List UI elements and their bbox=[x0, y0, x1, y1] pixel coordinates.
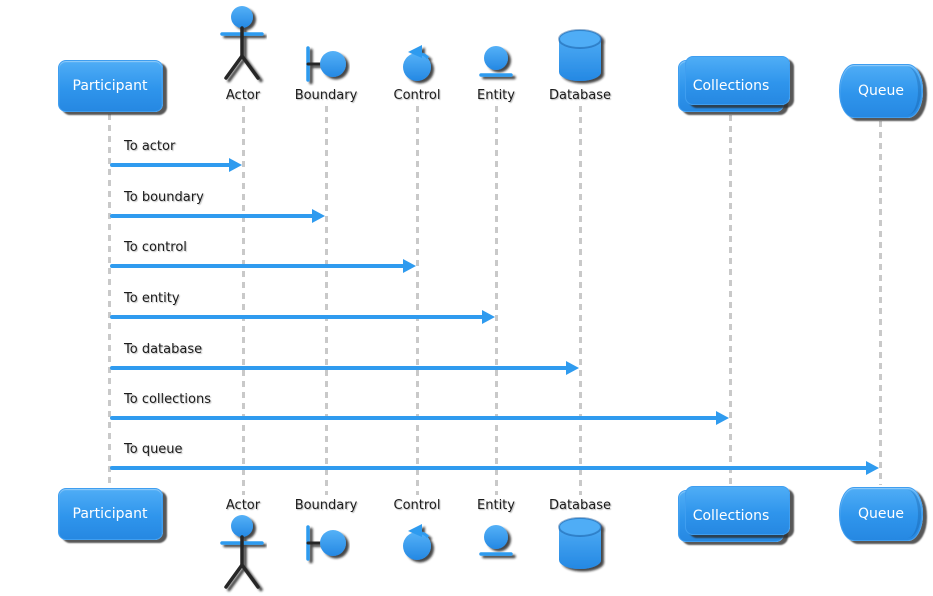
actor-icon bbox=[219, 4, 267, 86]
participant-top-node: Participant bbox=[57, 60, 163, 112]
lifeline-control bbox=[415, 106, 419, 495]
message-3-label: To entity bbox=[124, 291, 180, 306]
queue-top-node: Queue bbox=[839, 64, 923, 118]
lifeline-collections bbox=[728, 115, 732, 488]
entity-label-top: Entity bbox=[477, 88, 515, 103]
message-1-arrow-head bbox=[312, 209, 325, 223]
actor-label-bottom: Actor bbox=[225, 498, 261, 513]
message-4-arrow-line bbox=[110, 366, 568, 370]
message-4-arrow-head bbox=[566, 361, 579, 375]
boundary-label-top: Boundary bbox=[294, 88, 358, 103]
database-icon bbox=[554, 26, 606, 86]
boundary-icon-bottom bbox=[302, 521, 350, 565]
boundary-icon bbox=[302, 42, 350, 86]
message-2-arrow-head bbox=[403, 259, 416, 273]
message-5-label: To collections bbox=[124, 392, 211, 407]
control-icon-bottom bbox=[395, 521, 439, 565]
message-6-arrow-head bbox=[866, 461, 879, 475]
message-6-label: To queue bbox=[124, 442, 183, 457]
control-label-bottom: Control bbox=[393, 498, 441, 513]
message-1-arrow-line bbox=[110, 214, 314, 218]
lifeline-entity bbox=[494, 106, 498, 495]
message-5-arrow-line bbox=[110, 416, 718, 420]
message-0-arrow-line bbox=[110, 163, 231, 167]
message-2-label: To control bbox=[124, 240, 187, 255]
message-2-arrow-line bbox=[110, 264, 405, 268]
collections-top-node: Collections bbox=[678, 56, 790, 112]
database-label-bottom: Database bbox=[548, 498, 612, 513]
message-5-arrow-head bbox=[716, 411, 729, 425]
lifeline-boundary bbox=[324, 106, 328, 495]
message-6-arrow-line bbox=[110, 466, 868, 470]
entity-label-bottom: Entity bbox=[477, 498, 515, 513]
control-label-top: Control bbox=[393, 88, 441, 103]
message-3-arrow-line bbox=[110, 315, 484, 319]
actor-label-top: Actor bbox=[225, 88, 261, 103]
message-0-arrow-head bbox=[229, 158, 242, 172]
queue-bottom-node: Queue bbox=[839, 487, 923, 541]
database-label-top: Database bbox=[548, 88, 612, 103]
actor-icon-bottom bbox=[219, 513, 267, 595]
entity-icon-bottom bbox=[474, 521, 518, 565]
control-icon bbox=[395, 42, 439, 86]
entity-icon bbox=[474, 42, 518, 86]
lifeline-queue bbox=[878, 121, 882, 485]
message-3-arrow-head bbox=[482, 310, 495, 324]
message-4-label: To database bbox=[124, 342, 203, 357]
message-0-label: To actor bbox=[124, 139, 176, 154]
message-1-label: To boundary bbox=[124, 190, 204, 205]
lifeline-actor bbox=[241, 106, 245, 495]
lifeline-participant bbox=[107, 114, 111, 486]
boundary-label-bottom: Boundary bbox=[294, 498, 358, 513]
collections-bottom-node: Collections bbox=[678, 486, 790, 542]
lifeline-database bbox=[578, 106, 582, 495]
participant-bottom-node: Participant bbox=[57, 488, 163, 540]
database-icon-bottom bbox=[554, 514, 606, 574]
